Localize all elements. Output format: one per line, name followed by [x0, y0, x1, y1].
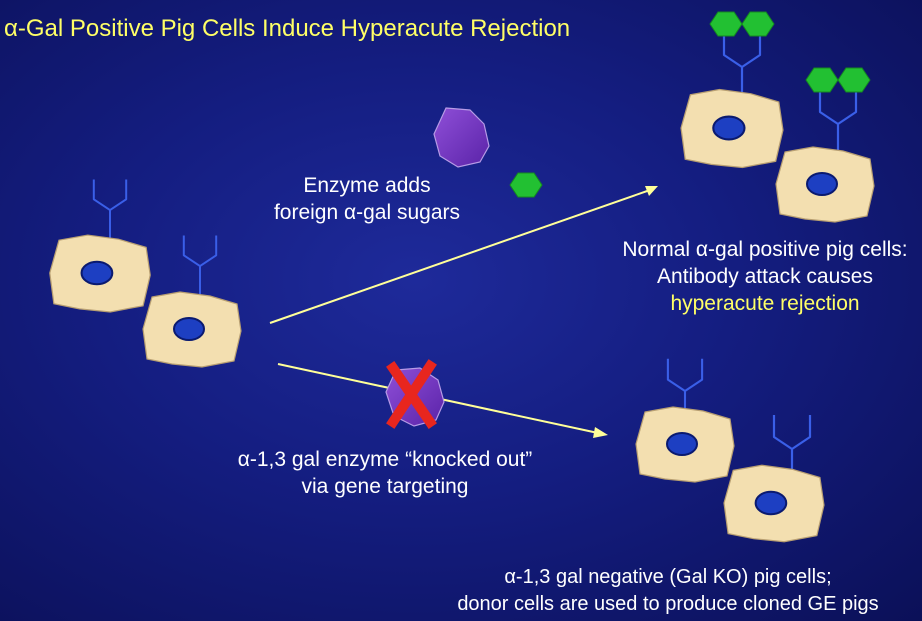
cell-icon — [141, 290, 243, 369]
positive-caption-line: Antibody attack causes — [657, 265, 873, 288]
positive-caption-line: Normal α-gal positive pig cells: — [622, 238, 908, 261]
negative-caption-line: donor cells are used to produce cloned G… — [457, 593, 879, 615]
cell-icon — [774, 145, 876, 224]
red-x-icon — [386, 359, 437, 429]
positive-caption-highlight: hyperacute rejection — [670, 292, 860, 315]
slide-title: α-Gal Positive Pig Cells Induce Hyperacu… — [4, 15, 571, 42]
negative-cell-group — [634, 357, 826, 543]
sugar-hexagon-icon — [709, 11, 743, 37]
negative-cells-caption: α-1,3 gal negative (Gal KO) pig cells; d… — [398, 564, 922, 618]
receptor-icon — [92, 178, 128, 244]
sugar-hexagon-icon — [805, 67, 839, 93]
left-cell-group — [48, 178, 243, 369]
knockout-caption-line: via gene targeting — [301, 475, 469, 498]
enzyme-caption-line: Enzyme adds — [303, 174, 431, 197]
sugar-hexagon-icon — [509, 172, 543, 198]
positive-cells-caption: Normal α-gal positive pig cells: Antibod… — [570, 236, 922, 317]
cell-icon — [634, 405, 736, 484]
arrow-to-positive — [269, 186, 658, 324]
negative-caption-line: α-1,3 gal negative (Gal KO) pig cells; — [504, 566, 832, 588]
knockout-caption: α-1,3 gal enzyme “knocked out” via gene … — [200, 446, 570, 500]
enzyme-caption-line: foreign α-gal sugars — [273, 201, 461, 224]
knockout-caption-line: α-1,3 gal enzyme “knocked out” — [237, 448, 533, 471]
sugar-hexagon-icon — [837, 67, 871, 93]
receptor-icon — [182, 234, 218, 300]
positive-cell-group — [679, 11, 876, 224]
cell-icon — [48, 234, 152, 314]
sugar-hexagon-icon — [741, 11, 775, 37]
cell-icon — [722, 464, 826, 543]
enzyme-blob-icon — [433, 107, 490, 168]
enzyme-caption: Enzyme adds foreign α-gal sugars — [262, 172, 472, 226]
cell-icon — [679, 88, 785, 169]
